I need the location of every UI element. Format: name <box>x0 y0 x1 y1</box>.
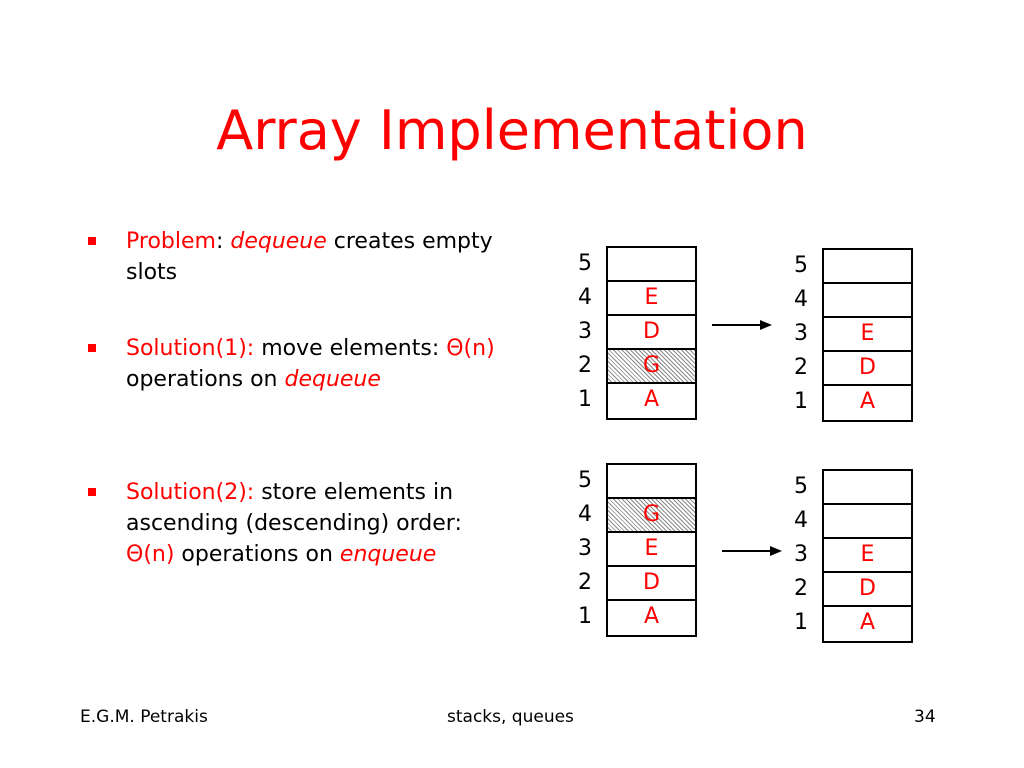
array-cell-empty <box>824 250 911 284</box>
index-label: 1 <box>794 610 808 635</box>
bullet-segment: operations on <box>126 367 285 392</box>
footer-author: E.G.M. Petrakis <box>80 707 208 727</box>
index-label: 5 <box>578 251 592 276</box>
bullet-segment: store elements in ascending (descending)… <box>126 480 462 536</box>
index-label: 4 <box>794 508 808 533</box>
index-label: 1 <box>578 604 592 629</box>
index-label: 3 <box>794 542 808 567</box>
bullet-square-icon <box>88 237 96 245</box>
bullet-segment: move elements: <box>254 336 447 361</box>
bullet-segment: Problem <box>126 229 216 254</box>
index-label: 3 <box>578 536 592 561</box>
index-label: 5 <box>794 253 808 278</box>
index-label: 4 <box>794 287 808 312</box>
index-label: 2 <box>578 353 592 378</box>
bullet-segment: dequeue <box>284 367 381 392</box>
footer-topic: stacks, queues <box>447 707 574 727</box>
bullet-solution-2: Solution(2): store elements in ascending… <box>88 477 508 570</box>
bullet-segment: creates empty slots <box>126 229 493 285</box>
array-cell-empty <box>824 471 911 505</box>
array-cell-d: D <box>608 316 695 350</box>
array-cell-d: D <box>608 567 695 601</box>
bullet-solution-1: Solution(1): move elements: Θ(n) operati… <box>88 333 508 395</box>
bullet-text: Solution(1): move elements: Θ(n) operati… <box>126 333 508 395</box>
index-label: 1 <box>578 387 592 412</box>
bullet-segment: Solution(2): <box>126 480 255 505</box>
array-cell-e: E <box>824 539 911 573</box>
bullet-segment: Θ(n) <box>446 336 495 361</box>
index-label: 5 <box>578 468 592 493</box>
array-cell-empty <box>608 465 695 499</box>
index-label: 2 <box>578 570 592 595</box>
arrow-right-icon <box>712 320 772 330</box>
index-label: 3 <box>578 319 592 344</box>
bullet-segment: enqueue <box>339 542 437 567</box>
footer-page-number: 34 <box>914 707 936 727</box>
array-cell-g: G <box>608 350 695 384</box>
bullet-problem: Problem: dequeue creates empty slots <box>88 226 508 288</box>
array-cell-g: G <box>608 499 695 533</box>
array-cell-a: A <box>643 604 660 629</box>
array-cell-d: D <box>824 352 911 386</box>
bullet-square-icon <box>88 344 96 352</box>
bullet-text: Problem: dequeue creates empty slots <box>126 226 508 288</box>
array-cell-empty <box>608 248 695 282</box>
index-label: 4 <box>578 285 592 310</box>
array-cell-a: A <box>859 389 876 414</box>
array-cell-empty <box>824 505 911 539</box>
bullet-square-icon <box>88 488 96 496</box>
index-label: 4 <box>578 502 592 527</box>
arrow-right-icon <box>722 546 782 556</box>
index-label: 5 <box>794 474 808 499</box>
bullet-segment: : <box>215 229 231 254</box>
bullet-text: Solution(2): store elements in ascending… <box>126 477 508 570</box>
bullet-segment: operations on <box>174 542 340 567</box>
bullet-segment: Solution(1): <box>126 336 255 361</box>
array-cell-e: E <box>608 282 695 316</box>
array-cell-a: A <box>859 610 876 635</box>
array-cell-e: E <box>824 318 911 352</box>
array-cell-d: D <box>824 573 911 607</box>
slide-title: Array Implementation <box>216 99 808 162</box>
index-label: 1 <box>794 389 808 414</box>
index-label: 3 <box>794 321 808 346</box>
array-cell-e: E <box>608 533 695 567</box>
bullet-segment: Θ(n) <box>126 542 175 567</box>
array-cell-a: A <box>643 387 660 412</box>
index-label: 2 <box>794 355 808 380</box>
index-label: 2 <box>794 576 808 601</box>
array-cell-empty <box>824 284 911 318</box>
bullet-segment: dequeue <box>230 229 327 254</box>
